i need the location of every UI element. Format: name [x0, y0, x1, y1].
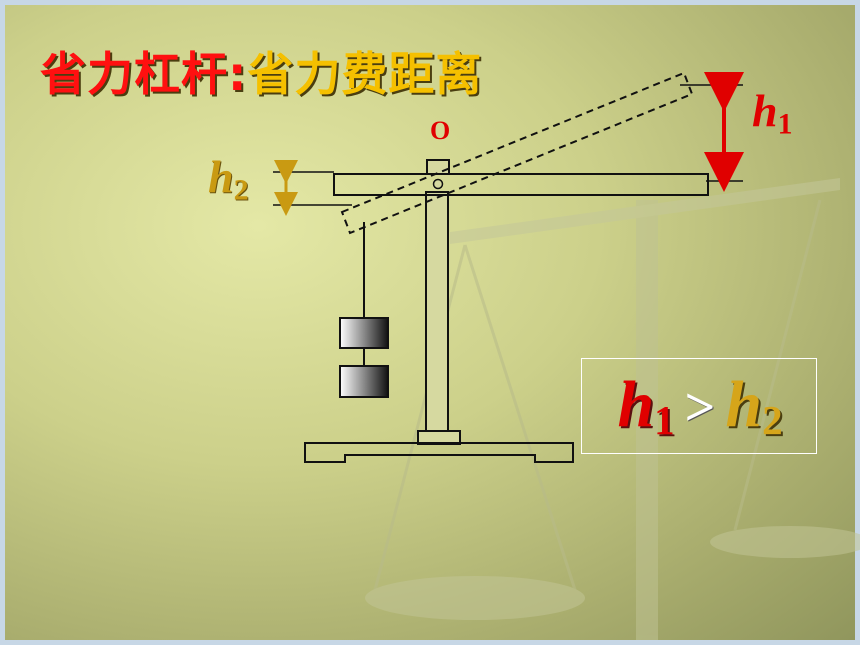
title-part1: 省力杠杆 [40, 47, 228, 101]
pivot-label: O [430, 116, 451, 145]
weight-lower [339, 365, 389, 398]
comparison-operator: > [684, 377, 716, 437]
h1-label: h1 [752, 84, 793, 141]
scale-right-string [733, 199, 822, 531]
scale-right-pan [710, 526, 860, 558]
comparison-right: h2 [725, 371, 783, 444]
h2-sub: 2 [233, 173, 249, 207]
scale-left-string-b [463, 244, 577, 591]
comparison-right-var: h [725, 367, 763, 441]
scale-post [636, 200, 658, 640]
title-part2: 省力费距离 [247, 47, 483, 101]
pivot-point [432, 178, 444, 190]
comparison-formula: h1 > h2 [582, 359, 818, 455]
lever-tilted-dashed [340, 71, 694, 235]
scale-beam [450, 178, 840, 244]
slide-title: 省力杠杆:省力费距离 [40, 38, 482, 104]
stand-base [304, 442, 574, 463]
h2-label: h2 [208, 150, 249, 207]
comparison-box: h1 > h2 [581, 358, 817, 454]
comparison-left-sub: 1 [654, 398, 675, 444]
h1-sub: 1 [777, 107, 793, 141]
h2-var: h [208, 151, 234, 202]
h1-var: h [752, 85, 778, 136]
title-separator: : [228, 47, 248, 101]
scale-left-string-a [373, 244, 467, 591]
scale-left-pan [365, 576, 585, 620]
comparison-left: h1 [617, 371, 675, 444]
comparison-right-sub: 2 [762, 398, 783, 444]
comparison-left-var: h [617, 367, 655, 441]
weight-upper [339, 317, 389, 349]
stand-post [425, 191, 449, 433]
pivot-cap [426, 159, 450, 175]
